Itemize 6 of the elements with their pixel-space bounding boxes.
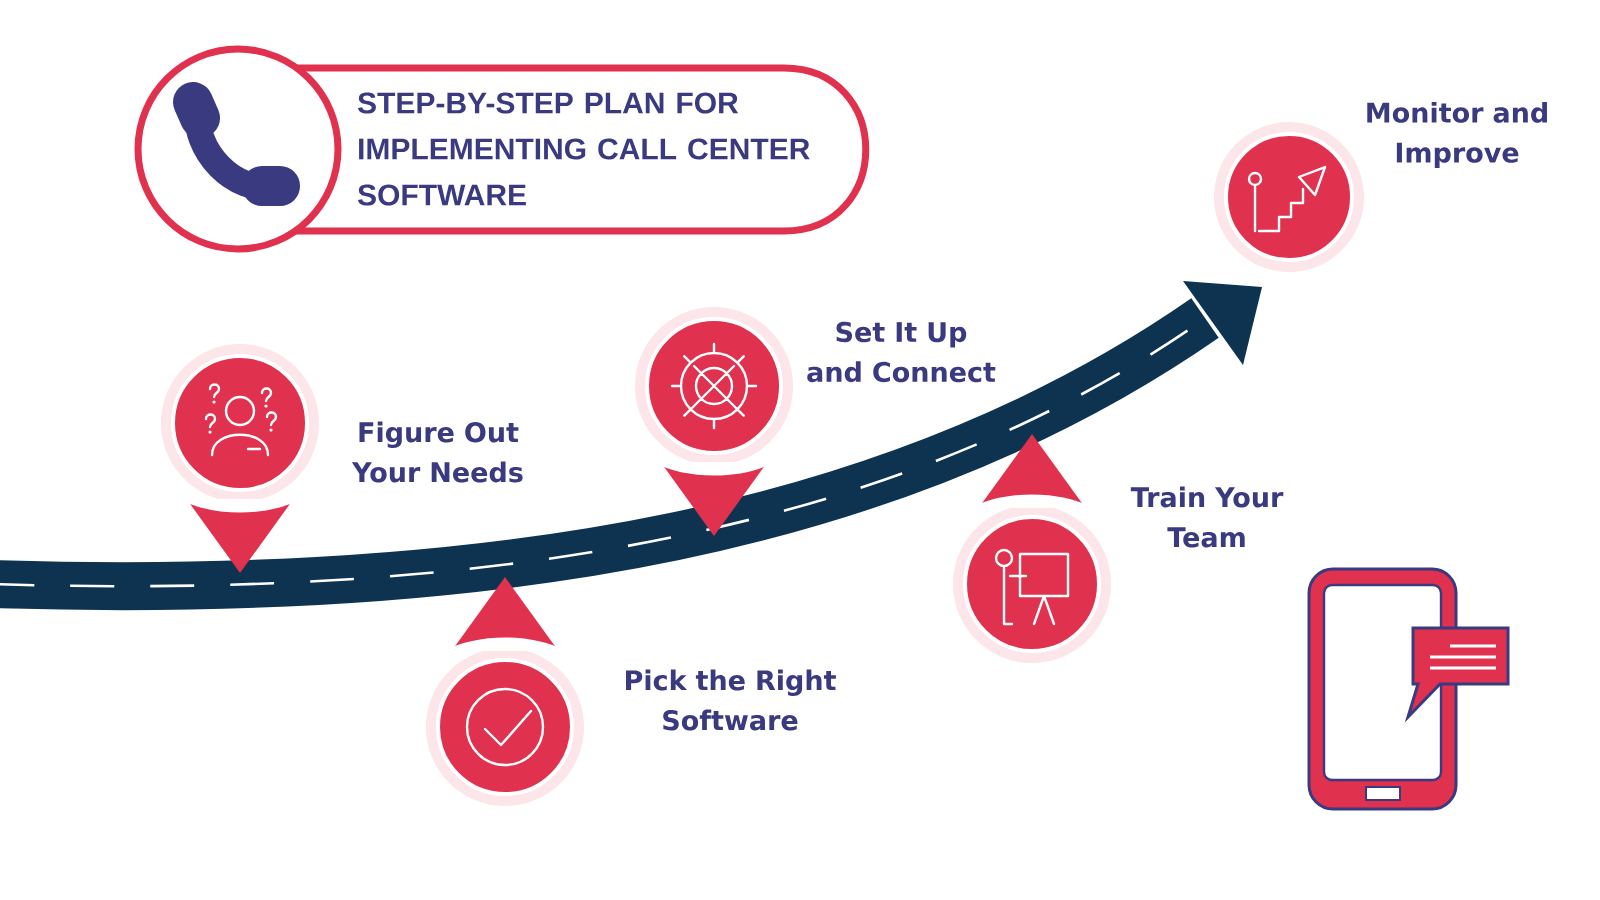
step-label: Monitor and Improve [1367, 101, 1547, 169]
step-label: Figure Out Your Needs [351, 421, 523, 483]
step-label: Set It Up and Connect [807, 321, 996, 383]
step-label: Train Your Team [1130, 486, 1284, 548]
step-label: Pick the Right Software [626, 669, 836, 731]
title-banner: STEP-BY-STEP PLAN FOR IMPLEMENTING CALL CENTER SOFTWARE [134, 45, 870, 253]
